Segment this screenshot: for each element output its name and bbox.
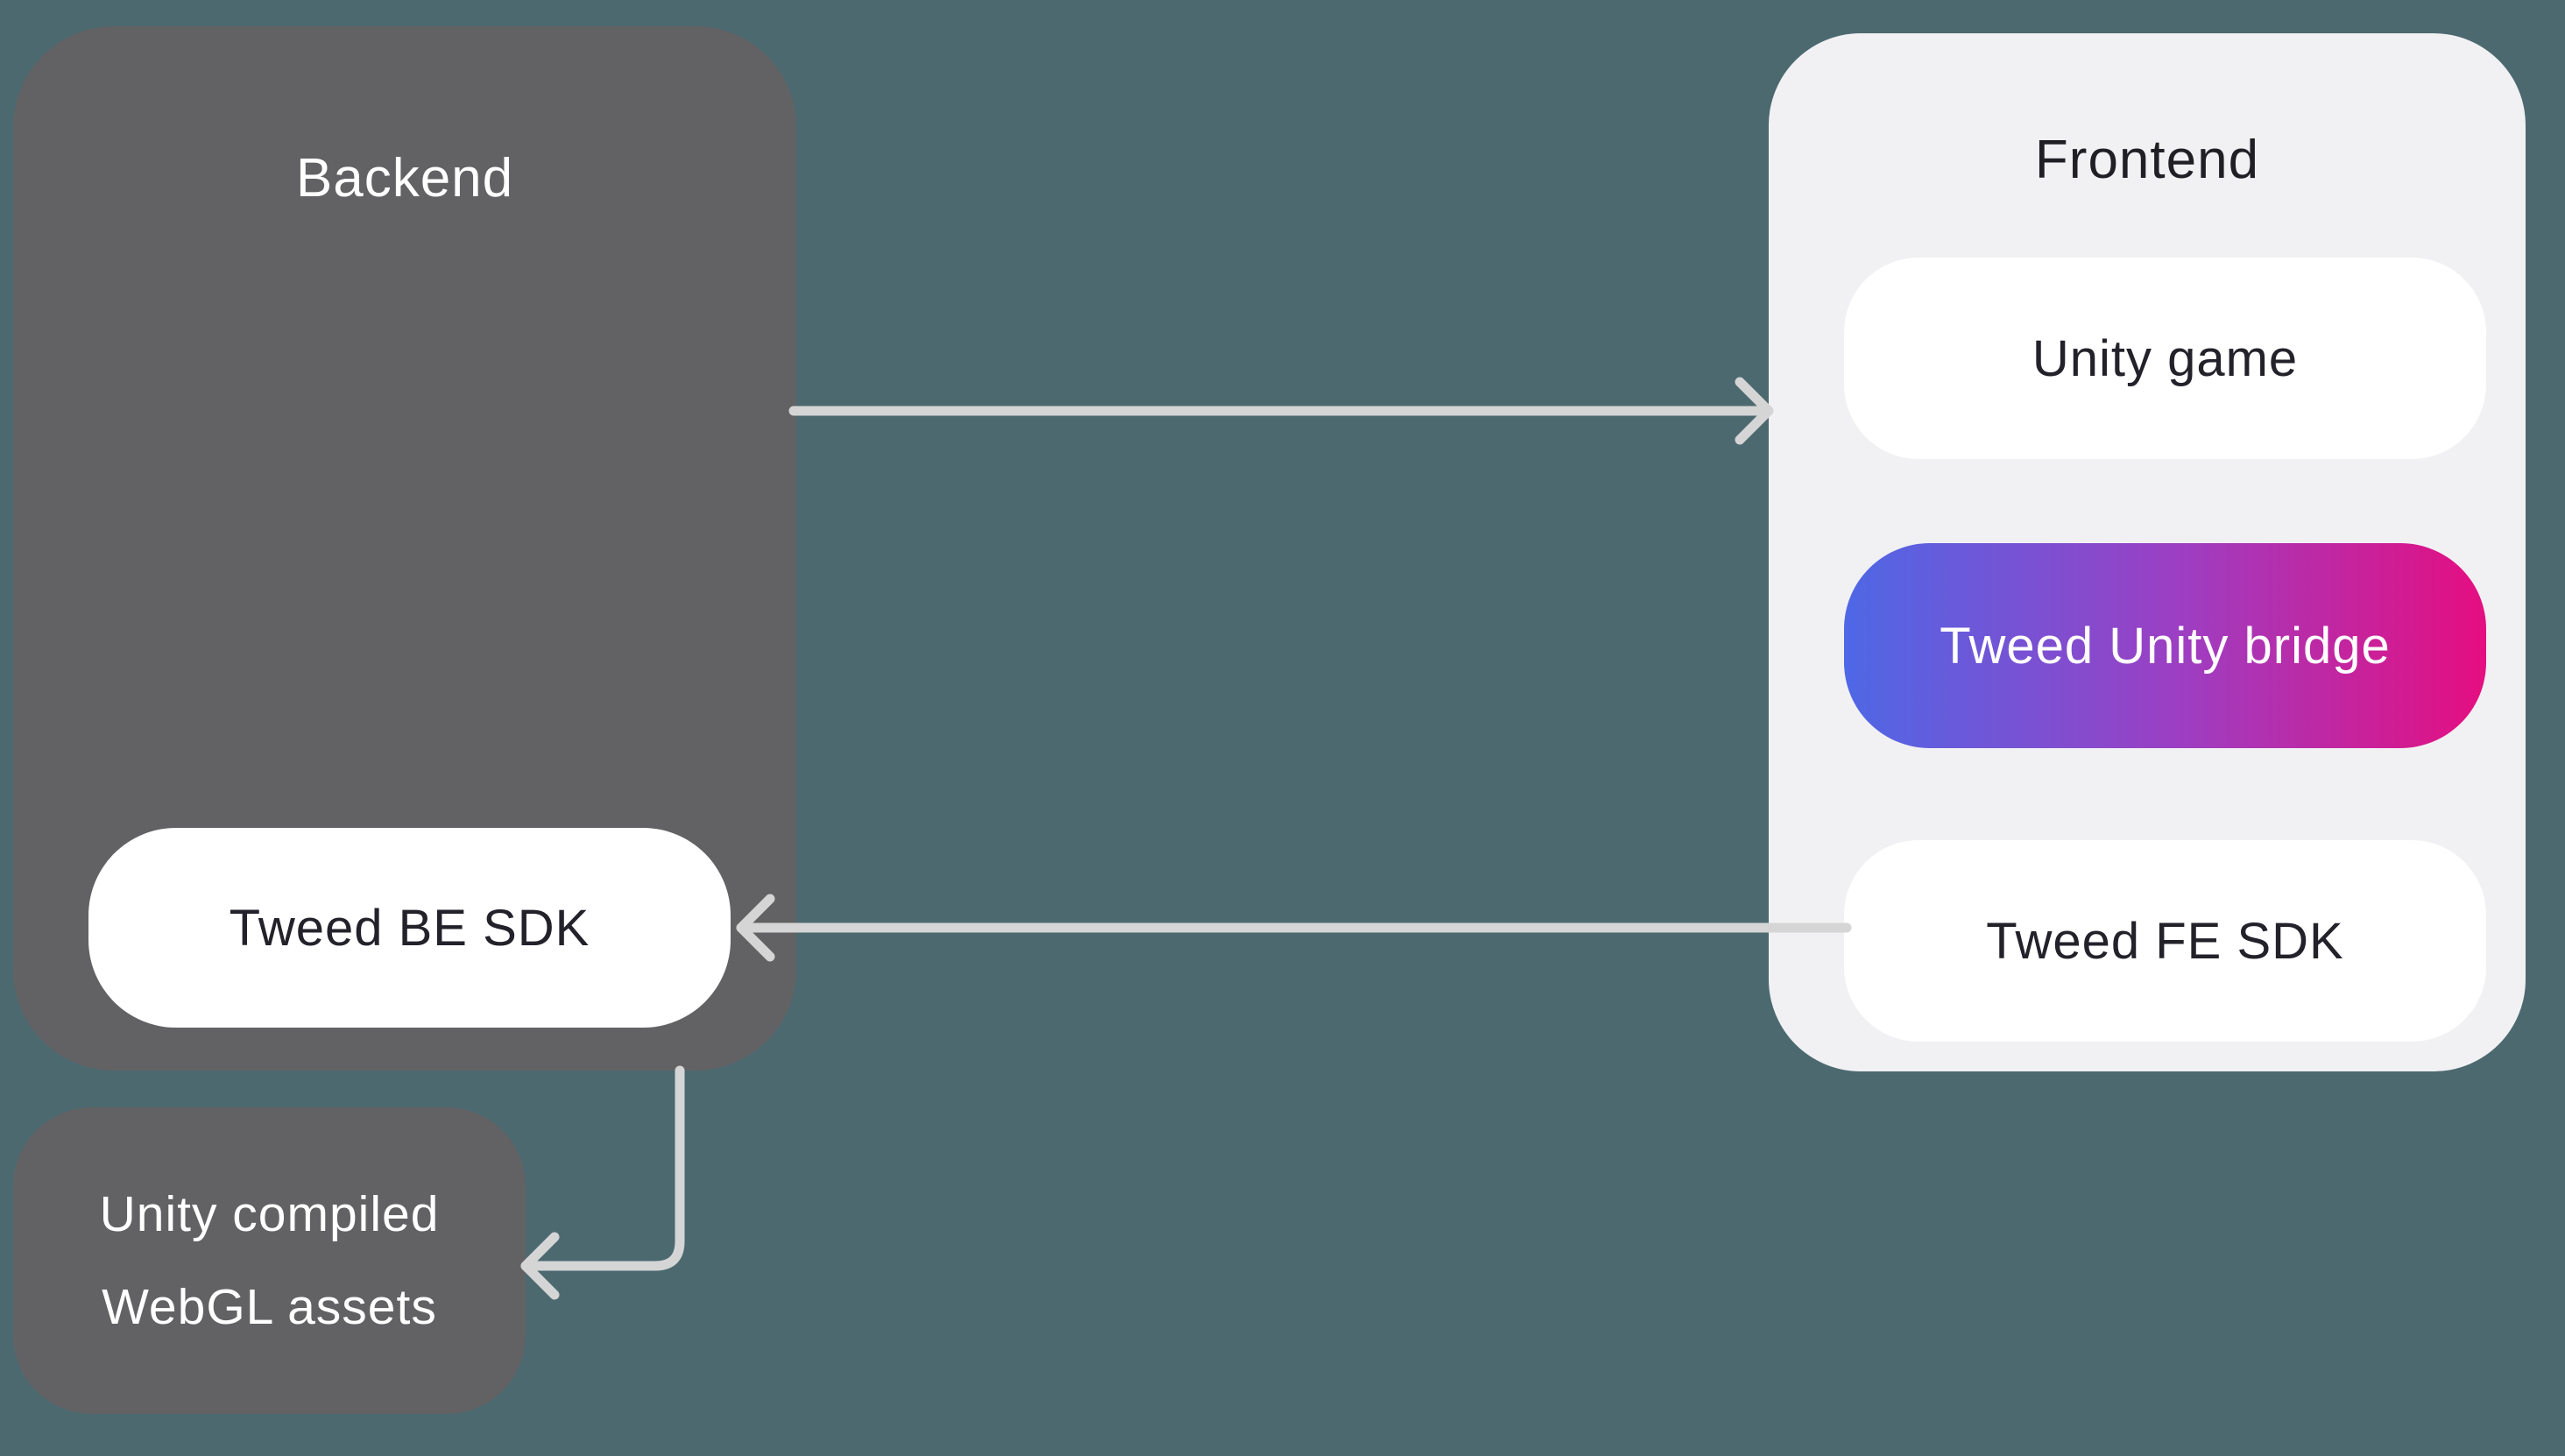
webgl-assets-label-line1: Unity compiled	[99, 1186, 440, 1242]
backend-title: Backend	[295, 148, 514, 209]
unity-game-pill: Unity game	[1844, 258, 2486, 459]
tweed-be-sdk-label: Tweed BE SDK	[229, 899, 590, 957]
frontend-title: Frontend	[2034, 130, 2260, 190]
arrow-besdk-to-assets-line	[520, 1065, 685, 1271]
webgl-assets-box: Unity compiled WebGL assets	[13, 1107, 526, 1414]
arrowhead-left-down-icon	[520, 1232, 560, 1300]
tweed-be-sdk-pill: Tweed BE SDK	[88, 828, 731, 1028]
tweed-unity-bridge-pill: Tweed Unity bridge	[1844, 543, 2486, 748]
unity-game-label: Unity game	[2032, 329, 2299, 387]
tweed-unity-bridge-label: Tweed Unity bridge	[1940, 617, 2391, 675]
webgl-assets-label-line2: WebGL assets	[102, 1279, 437, 1335]
arrowhead-right-icon	[1735, 377, 1774, 445]
tweed-fe-sdk-label: Tweed FE SDK	[1986, 912, 2344, 970]
tweed-fe-sdk-pill: Tweed FE SDK	[1844, 840, 2486, 1042]
